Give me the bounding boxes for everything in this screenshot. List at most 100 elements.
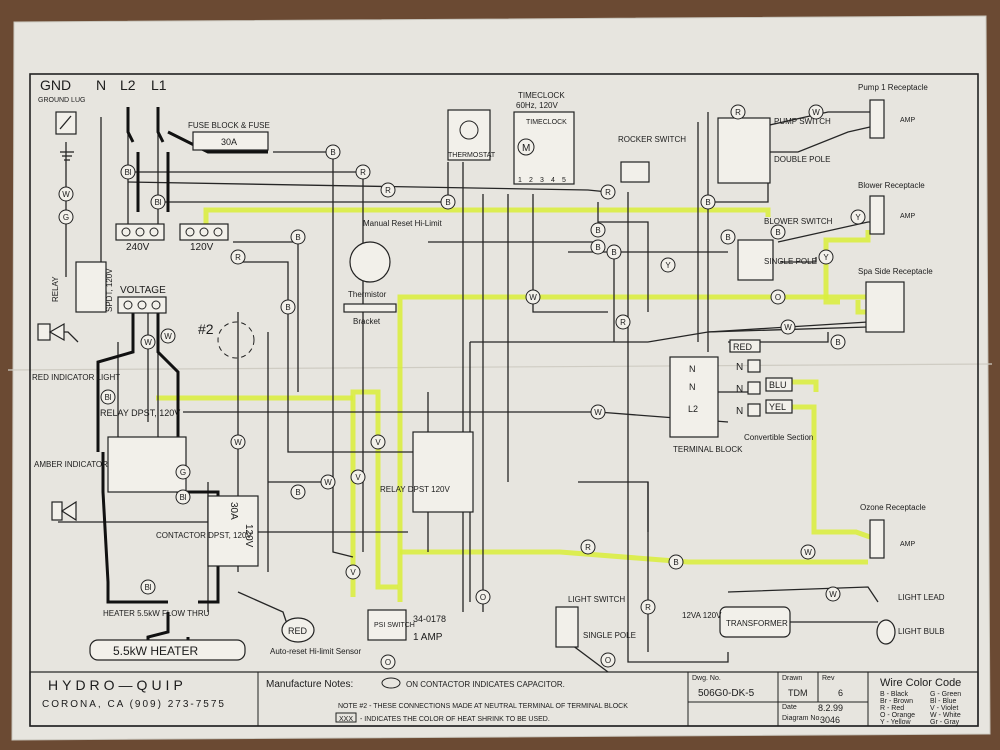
convertible-label: Convertible Section xyxy=(744,433,813,442)
wire-code-bubble: B xyxy=(290,229,306,245)
wire-code-bubble: O xyxy=(475,589,491,605)
wire-code-text: Bl xyxy=(124,168,131,177)
thermistor-label: Thermistor xyxy=(348,290,387,299)
conv-n2: N xyxy=(736,384,743,395)
transformer xyxy=(719,606,791,638)
wire-color-entry: B - Black xyxy=(880,691,909,698)
blower-switch-label: BLOWER SWITCH xyxy=(764,217,833,226)
wire-code-bubble: Y xyxy=(850,209,866,225)
wire-code-bubble: V xyxy=(370,434,386,450)
pump-switch xyxy=(717,117,771,184)
transformer-spec: 12VA 120V xyxy=(682,611,722,620)
conv-blu-tag xyxy=(765,377,793,392)
terminal-240v-label: 240V xyxy=(126,242,150,253)
relay-spec: SPDT, 120V xyxy=(105,268,114,312)
wire-code-text: V xyxy=(355,473,361,482)
wire-code-bubble: W xyxy=(808,104,824,120)
wire-code-bubble: B xyxy=(590,222,606,238)
fuse-rating: 30A xyxy=(221,137,237,147)
wire-code-bubble: W xyxy=(320,474,336,490)
diagram-label: Diagram No. xyxy=(782,715,821,722)
amber-indicator-light xyxy=(51,501,63,521)
wire-code-bubble: O xyxy=(600,652,616,668)
wire-code-text: R xyxy=(645,603,651,612)
wire-code-bubble: B xyxy=(280,299,296,315)
wire-code-bubble: B xyxy=(290,484,306,500)
contactor-volt: 120V xyxy=(243,524,254,548)
wire-code-text: B xyxy=(330,148,335,157)
title-block xyxy=(29,671,979,727)
wire-code-text: Y xyxy=(855,213,861,222)
relay-label: RELAY xyxy=(51,276,60,302)
wire-code-bubble: W xyxy=(58,186,74,202)
wire-code-bubble: B xyxy=(606,244,622,260)
wire-code-text: R xyxy=(605,188,611,197)
psi-amp: 1 AMP xyxy=(413,632,443,643)
pump-switch-label: PUMP SWITCH xyxy=(774,117,831,126)
wire-code-bubble: R xyxy=(600,184,616,200)
contactor-amp: 30A xyxy=(228,502,239,520)
wire-code-text: W xyxy=(529,293,537,302)
wire-color-entry: Gr - Gray xyxy=(930,719,960,726)
wire-code-bubble: B xyxy=(700,194,716,210)
wire-code-text: B xyxy=(595,226,600,235)
wire-color-entry: G - Green xyxy=(930,691,961,698)
timeclock-term-2: 2 xyxy=(529,177,533,184)
wire-code-text: R xyxy=(360,168,366,177)
pump-switch-pole: DOUBLE POLE xyxy=(774,155,830,164)
wiring-diagram: GND N L2 L1 GROUND LUG FUSE BLOCK & FUSE… xyxy=(7,15,993,741)
psi-switch-label: PSI SWITCH xyxy=(374,622,415,629)
tb-n2: N xyxy=(689,382,696,392)
wire-code-text: B xyxy=(835,338,840,347)
relay-dpst-label: RELAY DPST, 120V xyxy=(100,408,180,418)
ground-symbol-icon xyxy=(60,151,74,161)
wire-color-entry: W - White xyxy=(930,712,961,719)
wire-code-text: W xyxy=(144,338,152,347)
rev-label: Rev xyxy=(822,675,835,682)
note2-label: #2 xyxy=(198,321,214,337)
wire-code-bubble: B xyxy=(590,239,606,255)
relay-dpst-right-label: RELAY DPST 120V xyxy=(380,485,450,494)
light-switch-label: LIGHT SWITCH xyxy=(568,595,625,604)
wire-code-text: W xyxy=(324,478,332,487)
svg-text:1: 1 xyxy=(518,177,522,184)
wire-code-text: Y xyxy=(823,253,829,262)
rev-value: 6 xyxy=(838,688,843,698)
tb-l2: L2 xyxy=(688,404,698,414)
wire-code-text: B xyxy=(673,558,678,567)
bracket-label: Bracket xyxy=(353,317,381,326)
wire-code-text: B xyxy=(775,228,780,237)
psi-part: 34-0178 xyxy=(413,614,446,624)
wire-color-entry: R - Red xyxy=(880,705,904,712)
wire-code-bubble: B xyxy=(830,334,846,350)
neutral-label: N xyxy=(96,77,106,93)
l2-label: L2 xyxy=(120,77,136,93)
wire-code-text: B xyxy=(595,243,600,252)
psi-switch xyxy=(367,609,407,641)
conv-red: RED xyxy=(733,342,753,352)
ground-lug-screw xyxy=(59,115,72,130)
wire-code-bubble: B xyxy=(325,144,341,160)
blower-switch xyxy=(737,239,774,281)
bracket xyxy=(343,303,397,313)
heater-box-label: 5.5kW HEATER xyxy=(113,644,198,658)
light-bulb-label: LIGHT BULB xyxy=(898,627,945,636)
wire-code-bubble: Y xyxy=(818,249,834,265)
note-heat-shrink: - INDICATES THE COLOR OF HEAT SHRINK TO … xyxy=(360,716,550,723)
wire-code-bubble: V xyxy=(345,564,361,580)
note2-marker xyxy=(217,321,255,359)
wire-code-bubble: Bl xyxy=(150,194,166,210)
wire-code-bubble: R xyxy=(730,104,746,120)
fuse-block xyxy=(192,131,269,151)
drawn-value: TDM xyxy=(788,688,808,698)
wire-code-text: B xyxy=(285,303,290,312)
wire-code-text: V xyxy=(350,568,356,577)
wire-code-text: W xyxy=(234,438,242,447)
wire-code-bubble: G xyxy=(175,464,191,480)
wire-code-bubble: B xyxy=(770,224,786,240)
wire-code-bubble: O xyxy=(770,289,786,305)
red-indicator-label: RED INDICATOR LIGHT xyxy=(32,373,120,382)
wire-code-text: O xyxy=(385,658,391,667)
rocker-switch xyxy=(620,161,650,183)
